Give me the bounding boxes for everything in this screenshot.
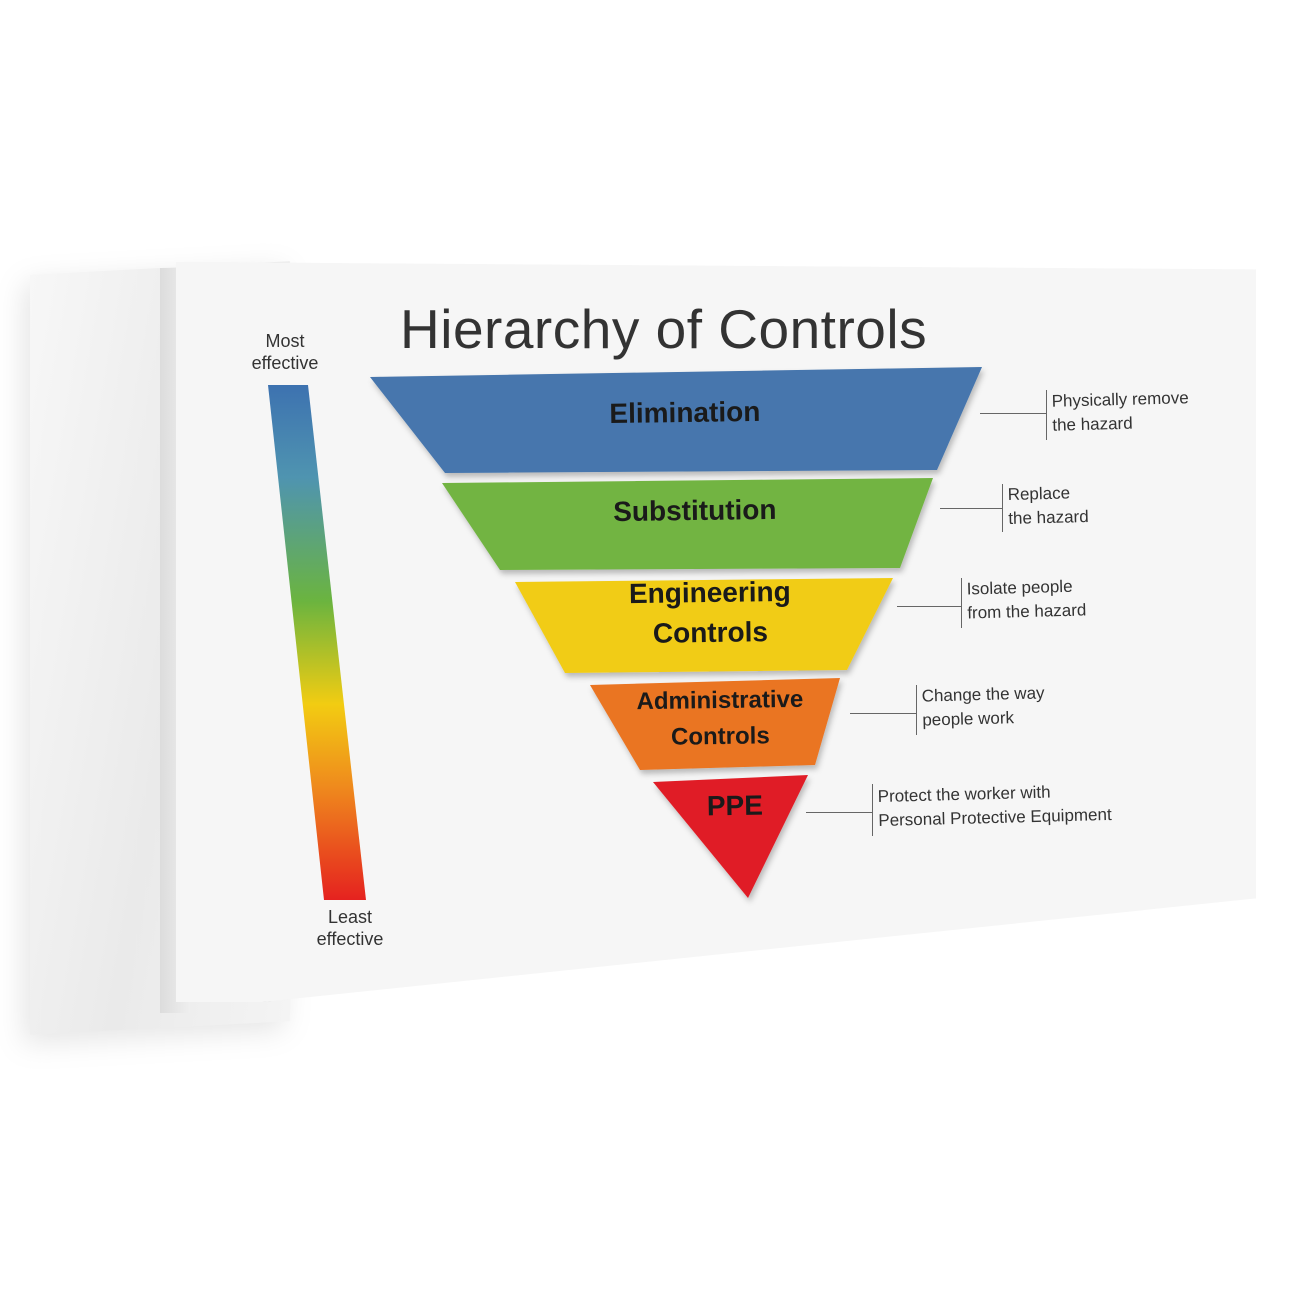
most-effective-line2: effective <box>251 353 319 373</box>
pyramid-band-3-label-line1: Engineering <box>629 576 791 609</box>
annotation-connector-1 <box>980 413 1046 414</box>
annotation-connector-3 <box>897 606 961 607</box>
annotation-bracket-3 <box>961 578 962 628</box>
least-effective-line1: Least <box>327 907 373 927</box>
annotation-text-2-line1: Replace <box>1007 483 1071 505</box>
annotation-text-3-line2: from the hazard <box>967 600 1087 623</box>
annotation-text-3-line1: Isolate people <box>966 576 1073 599</box>
annotation-connector-4 <box>850 713 916 714</box>
pyramid-band-5 <box>653 775 808 898</box>
scale-gradient-shape <box>268 385 366 900</box>
pyramid-band-2-label-line1: Substitution <box>613 494 777 527</box>
pyramid-band-5-label-line1: PPE <box>707 790 763 822</box>
annotation-connector-5 <box>806 812 872 813</box>
pyramid-band-3 <box>515 578 893 673</box>
pyramid-band-1-label-line1: Elimination <box>609 396 760 429</box>
pyramid-svg: EliminationSubstitutionEngineeringContro… <box>370 367 982 898</box>
pyramid-band-4-label-line2: Controls <box>671 722 770 750</box>
diagram-title: Hierarchy of Controls <box>400 298 928 360</box>
most-effective-line1: Most <box>265 331 305 351</box>
annotation-bracket-4 <box>916 685 917 735</box>
annotation-text-4-line1: Change the way <box>921 683 1045 706</box>
pyramid-band-4-label-line1: Administrative <box>636 686 803 715</box>
least-effective-line2: effective <box>316 929 384 949</box>
pyramid-band-3-label-line2: Controls <box>653 616 769 649</box>
effectiveness-scale-bar <box>266 385 370 905</box>
annotation-text-2-line2: the hazard <box>1008 506 1089 529</box>
annotation-text-1-line2: the hazard <box>1052 413 1133 435</box>
annotation-bracket-2 <box>1002 484 1003 532</box>
least-effective-label: Least effective <box>305 906 395 950</box>
pyramid-band-4 <box>590 678 840 770</box>
pyramid-band-1 <box>370 367 982 473</box>
annotation-bracket-5 <box>872 784 873 836</box>
most-effective-label: Most effective <box>240 330 330 374</box>
annotation-text-4-line2: people work <box>922 708 1015 730</box>
annotation-bracket-1 <box>1046 390 1047 440</box>
pyramid-band-2 <box>442 478 933 570</box>
annotation-text-1-line1: Physically remove <box>1051 388 1189 411</box>
annotation-connector-2 <box>940 508 1002 509</box>
scale-bar-svg <box>268 385 366 900</box>
